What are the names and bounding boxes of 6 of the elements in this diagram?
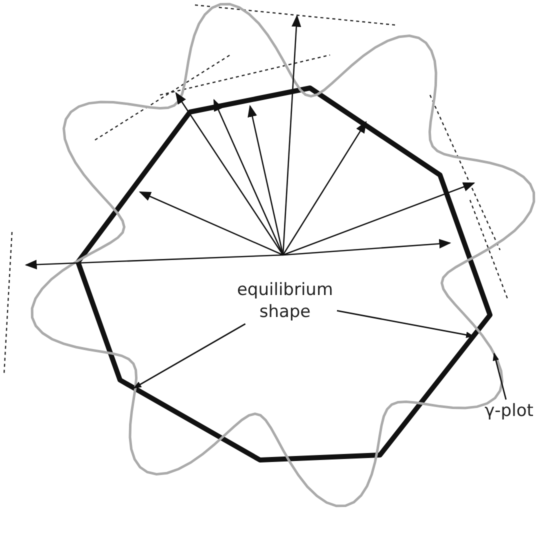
gamma-plot-curve xyxy=(30,2,536,508)
callout-text: γ-plot xyxy=(478,400,540,422)
leader-arrow xyxy=(133,323,246,389)
leader-arrow xyxy=(492,352,507,400)
leader-arrow xyxy=(336,310,474,338)
callout-text: equilibrium shape xyxy=(235,279,335,323)
